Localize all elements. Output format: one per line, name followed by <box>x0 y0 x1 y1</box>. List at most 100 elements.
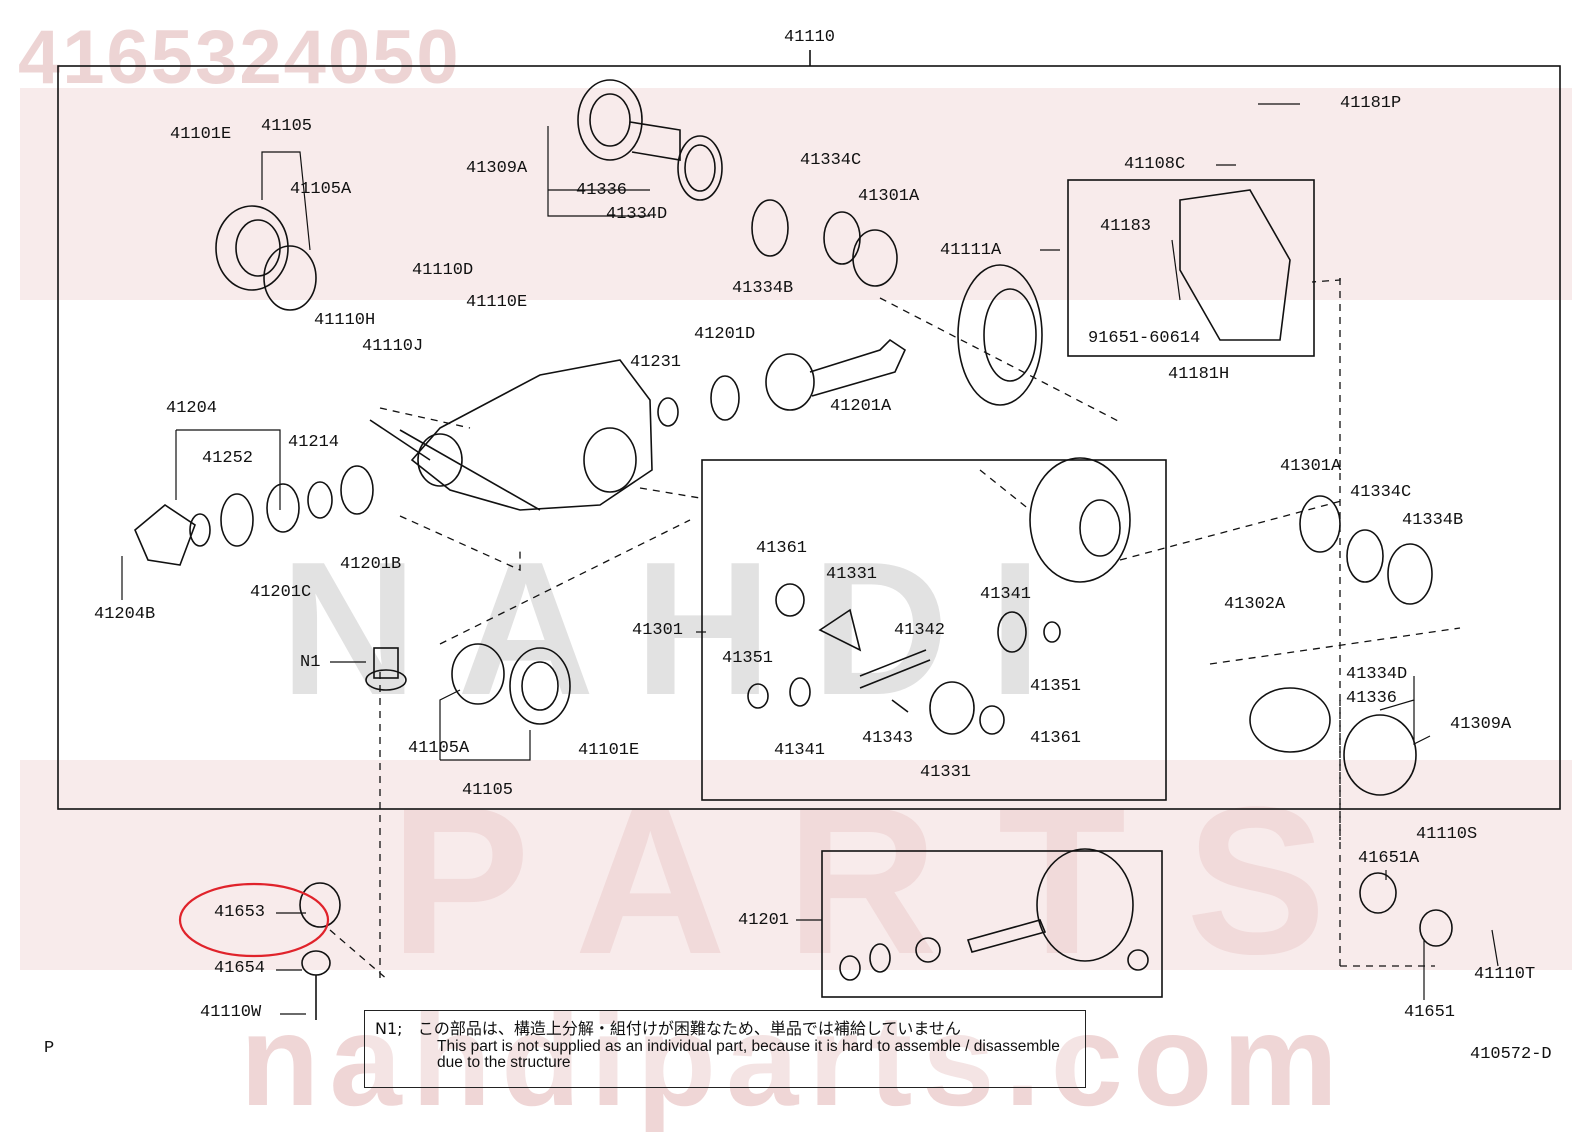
label-41302a: 41302A <box>1224 595 1286 614</box>
label-41653: 41653 <box>214 903 266 922</box>
label-41204: 41204 <box>166 399 218 418</box>
label-41231: 41231 <box>630 353 682 372</box>
label-41101e-lower: 41101E <box>578 741 640 760</box>
supply-note: N1; この部品は、構造上分解・組付けが困難なため、単品では補給していません T… <box>364 1010 1086 1088</box>
parts-diagram-canvas: 4165324050 NAHDI PARTS nahdiparts.com <box>18 15 1572 1133</box>
label-41105a: 41105A <box>290 180 352 199</box>
cover-frame <box>1067 179 1315 357</box>
bearing-41334b <box>751 199 789 257</box>
label-41110h: 41110H <box>314 311 376 330</box>
page-marker: P <box>44 1039 55 1058</box>
label-41336-right: 41336 <box>1346 689 1398 708</box>
label-41341-lower: 41341 <box>774 741 826 760</box>
label-41214: 41214 <box>288 433 340 452</box>
label-41343: 41343 <box>862 729 914 748</box>
bearing-41301a-right <box>1299 495 1341 553</box>
label-41334b: 41334B <box>732 279 794 298</box>
bearing-41301a <box>852 229 898 287</box>
label-41101e: 41101E <box>170 125 232 144</box>
ring-gear-41201 <box>957 264 1043 406</box>
watermark-band-bottom <box>20 760 1572 970</box>
pinion-flange-41309a-top <box>577 79 681 161</box>
washer-41334c-right <box>1346 529 1384 583</box>
label-41331: 41331 <box>826 565 878 584</box>
differential-case-41301 <box>1029 457 1131 583</box>
seal-41252 <box>220 493 254 547</box>
companion-flange-41204 <box>134 504 211 566</box>
pinion-gear-41201a <box>765 338 907 411</box>
gear-kit-items <box>839 848 1149 981</box>
cover-41181h <box>1179 189 1291 341</box>
label-41110d: 41110D <box>412 261 474 280</box>
label-41361-lower: 41361 <box>1030 729 1082 748</box>
assembly-frame <box>57 65 1561 810</box>
label-41110j: 41110J <box>362 337 424 356</box>
label-41110t: 41110T <box>1474 965 1536 984</box>
mount-n1 <box>365 647 407 691</box>
label-41301a: 41301A <box>858 187 920 206</box>
seal-41334b-right <box>1387 543 1433 605</box>
note-japanese-text: この部品は、構造上分解・組付けが困難なため、単品では補給していません <box>417 1019 961 1038</box>
bearing-41201c <box>266 483 300 533</box>
label-41110: 41110 <box>784 28 836 47</box>
highlight-ring <box>178 882 330 958</box>
note-japanese-line: N1; この部品は、構造上分解・組付けが困難なため、単品では補給していません <box>375 1015 961 1039</box>
label-41334c-right: 41334C <box>1350 483 1412 502</box>
label-41651a: 41651A <box>1358 849 1420 868</box>
bearing-41201b <box>340 465 374 515</box>
flange-41309a-right <box>1249 687 1417 796</box>
label-41181h: 41181H <box>1168 365 1230 384</box>
label-n1: N1 <box>300 653 321 672</box>
watermark-part-number: 4165324050 <box>18 15 461 100</box>
label-41252: 41252 <box>202 449 254 468</box>
o-ring-41105a <box>263 245 317 311</box>
label-41342: 41342 <box>894 621 946 640</box>
label-41105: 41105 <box>261 117 313 136</box>
spacer-41214 <box>307 481 333 519</box>
label-41351: 41351 <box>722 649 774 668</box>
label-41334d-right: 41334D <box>1346 665 1408 684</box>
label-41334c: 41334C <box>800 151 862 170</box>
bearing-retainer-41105-lower <box>509 647 571 725</box>
label-41301: 41301 <box>632 621 684 640</box>
label-41201d: 41201D <box>694 325 756 344</box>
label-41111a: 41111A <box>940 241 1002 260</box>
watermark-brand-line-1: NAHDI <box>280 523 1082 735</box>
label-41301a-right: 41301A <box>1280 457 1342 476</box>
gear-kit-frame <box>821 850 1163 998</box>
label-41201: 41201 <box>738 911 790 930</box>
label-41108c: 41108C <box>1124 155 1186 174</box>
label-41351-right: 41351 <box>1030 677 1082 696</box>
differential-case-frame <box>701 459 1167 801</box>
label-41201c: 41201C <box>250 583 312 602</box>
side-gear-set <box>747 583 1061 735</box>
label-41309a: 41309A <box>466 159 528 178</box>
label-41334b-right: 41334B <box>1402 511 1464 530</box>
label-41110w: 41110W <box>200 1003 262 1022</box>
differential-carrier <box>369 359 653 511</box>
washer-41201d <box>710 375 740 421</box>
spacer-41231 <box>657 397 679 427</box>
note-marker: N1; <box>375 1019 403 1038</box>
figure-code: 410572-D <box>1470 1045 1552 1064</box>
label-41105-lower: 41105 <box>462 781 514 800</box>
exploded-view-drawing <box>57 50 1561 1020</box>
label-41110e: 41110E <box>466 293 528 312</box>
watermark-brand-line-2: PARTS <box>390 763 1387 998</box>
label-41336: 41336 <box>576 181 628 200</box>
label-41204b: 41204B <box>94 605 156 624</box>
label-41309a-right: 41309A <box>1450 715 1512 734</box>
label-41331-lower: 41331 <box>920 763 972 782</box>
label-41105a-lower: 41105A <box>408 739 470 758</box>
label-41110s: 41110S <box>1416 825 1478 844</box>
label-41651: 41651 <box>1404 1003 1456 1022</box>
label-41201b: 41201B <box>340 555 402 574</box>
label-41183: 41183 <box>1100 217 1152 236</box>
label-41361: 41361 <box>756 539 808 558</box>
note-english-text: This part is not supplied as an individu… <box>437 1038 1060 1071</box>
bearing-retainer-41105 <box>215 205 289 291</box>
label-41181p: 41181P <box>1340 94 1402 113</box>
washer-41334c <box>823 211 861 265</box>
oil-seal-41336 <box>677 135 723 201</box>
o-ring-41105a-lower <box>451 643 505 705</box>
